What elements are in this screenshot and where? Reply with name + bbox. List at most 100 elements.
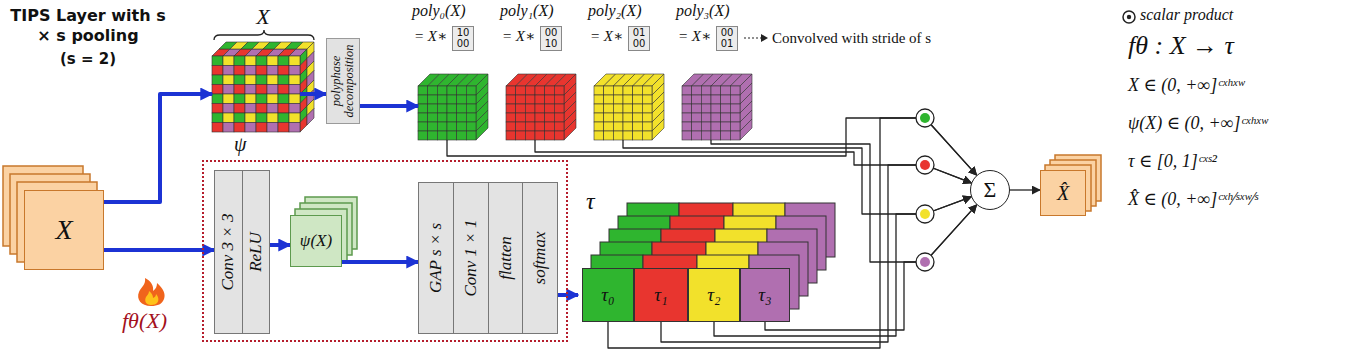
polyphase-component: poly₂(X)= X∗01 00 xyxy=(594,86,652,140)
polyphase-cube-cell xyxy=(428,104,438,113)
checkered-cube-cell xyxy=(256,75,267,85)
polyphase-cube-cell xyxy=(594,113,604,122)
checkered-cube-cell xyxy=(256,85,267,95)
polyphase-cube-cell xyxy=(721,95,731,104)
polyphase-cube-cell xyxy=(711,86,721,95)
polyphase-cube-cell xyxy=(633,122,643,131)
polyphase-cube-cell xyxy=(633,95,643,104)
node-text: = X∗ xyxy=(502,28,535,45)
weight-tensor: ττ₀τ₁τ₂τ₃ xyxy=(578,190,792,324)
checkered-cube-cell xyxy=(289,66,300,76)
polyphase-cube-cell xyxy=(642,122,652,131)
flow-arrow xyxy=(360,104,418,108)
product-color xyxy=(920,209,930,219)
polyphase-cube-cell xyxy=(642,86,652,95)
node-label: τ₀ xyxy=(601,284,614,306)
product-connector xyxy=(661,165,971,342)
checkered-cube-cell xyxy=(245,104,256,114)
polyphase-cube-cell xyxy=(701,86,711,95)
polyphase-cube-cell xyxy=(516,104,526,113)
checkered-cube-cell xyxy=(223,56,234,66)
leader-line xyxy=(744,37,762,38)
polyphase-cube-cell xyxy=(682,131,692,140)
node-label: poly₂(X) xyxy=(588,2,642,20)
checkered-cube-cell xyxy=(267,66,278,76)
polyphase-cube-cell xyxy=(701,113,711,122)
polyphase-cube-cell xyxy=(466,104,476,113)
product-color xyxy=(920,160,930,170)
checkered-cube-cell xyxy=(234,85,245,95)
checkered-cube-cell xyxy=(234,56,245,66)
polyphase-cube-cell xyxy=(466,95,476,104)
flame-outer xyxy=(138,278,164,306)
polyphase-cube-cell xyxy=(633,131,643,140)
checkered-cube-cell xyxy=(278,75,289,85)
node-label: X xyxy=(212,4,314,29)
checkered-cube-cell xyxy=(289,75,300,85)
node-text: 01 00 xyxy=(628,26,650,51)
checkered-cube-cell xyxy=(278,123,289,133)
rotated-text-frame: Conv 3 × 3ReLU xyxy=(215,171,269,333)
node-text: 00 10 xyxy=(540,26,562,51)
polyphase-cube-cell xyxy=(711,104,721,113)
checkered-cube xyxy=(212,42,314,132)
polyphase-cube-cell xyxy=(545,104,555,113)
polyphase-cube-cell xyxy=(682,113,692,122)
polyphase-cube-cell xyxy=(457,86,467,95)
flame-inner xyxy=(145,291,158,305)
checkered-cube-cell xyxy=(245,113,256,123)
polyphase-cube-cell xyxy=(535,95,545,104)
polyphase-cube-cell xyxy=(642,95,652,104)
polyphase-cube-cell xyxy=(730,95,740,104)
polyphase-cube-cell xyxy=(506,122,516,131)
scalar-product-node xyxy=(916,109,934,127)
polyphase-cube-cell xyxy=(730,122,740,131)
polyphase-cube-cell xyxy=(447,95,457,104)
polyphase-cube-cell xyxy=(418,131,428,140)
checkered-cube-cell xyxy=(223,104,234,114)
polyphase-cube-cell xyxy=(516,86,526,95)
product-connector xyxy=(765,205,977,330)
rotated-text-frame: polyphase decomposition xyxy=(327,39,359,123)
scalar-product-symbol xyxy=(1123,11,1135,23)
polyphase-cube-cell xyxy=(692,86,702,95)
polyphase-cube-cell xyxy=(476,119,488,140)
scalar-product-node xyxy=(916,156,934,174)
polyphase-cube-cell xyxy=(525,122,535,131)
symbol-dot xyxy=(1127,15,1131,19)
polyphase-cube-cell xyxy=(730,86,740,95)
checkered-cube-side xyxy=(300,42,314,132)
polyphase-cube-cell xyxy=(506,113,516,122)
tensor-brace xyxy=(214,30,314,40)
checkered-cube-cell xyxy=(278,85,289,95)
symbol-ring xyxy=(1123,11,1135,23)
polyphase-cube-cell xyxy=(613,122,623,131)
polyphase-box: polyphase decomposition xyxy=(326,38,360,124)
checkered-cube-cell xyxy=(234,94,245,104)
scalar-product-node xyxy=(916,205,934,223)
node-text: 00 01 xyxy=(716,26,738,51)
checkered-cube-cell xyxy=(245,75,256,85)
polyphase-cube-cell xyxy=(701,95,711,104)
checkered-cube-cell xyxy=(223,94,234,104)
flow-arrow xyxy=(342,260,418,264)
polyphase-cube-cell xyxy=(418,95,428,104)
checkered-cube-cell xyxy=(245,94,256,104)
polyphase-cube-cell xyxy=(437,104,447,113)
polyphase-cube-cell xyxy=(692,131,702,140)
node-text: = X∗ xyxy=(590,28,623,45)
polyphase-cube-cell xyxy=(437,131,447,140)
polyphase-cube-cell xyxy=(457,95,467,104)
checkered-cube-cell xyxy=(212,66,223,76)
polyphase-cube-cell xyxy=(506,86,516,95)
domain-formula: X̂ ∈ (0, +∞]ᶜˣʰ⁄ˢˣʷ⁄ˢ xyxy=(1128,188,1258,211)
node-text: ReLU xyxy=(243,171,270,333)
polyphase-cube-cell xyxy=(730,131,740,140)
polyphase-cube-cell xyxy=(516,131,526,140)
node-label: Σ xyxy=(984,177,997,202)
checkered-cube-cell xyxy=(234,66,245,76)
polyphase-cube-cell xyxy=(466,113,476,122)
checkered-tensor: X xyxy=(212,56,300,132)
polyphase-cube-cell xyxy=(447,122,457,131)
